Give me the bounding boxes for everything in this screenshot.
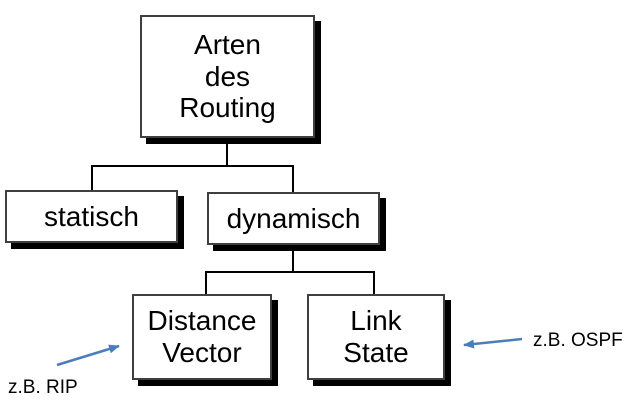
node-statisch: statisch [5,190,178,243]
annotation-rip-label: z.B. RIP [8,377,78,398]
node-distance-vector: Distance Vector [132,294,272,380]
node-dynamisch: dynamisch [207,192,380,245]
annotation-ospf-label: z.B. OSPF [533,330,623,351]
node-arten-des-routing: Arten des Routing [140,15,315,138]
ospf-arrow [463,337,523,349]
rip-arrow [56,344,120,367]
node-link-state: Link State [307,294,445,380]
